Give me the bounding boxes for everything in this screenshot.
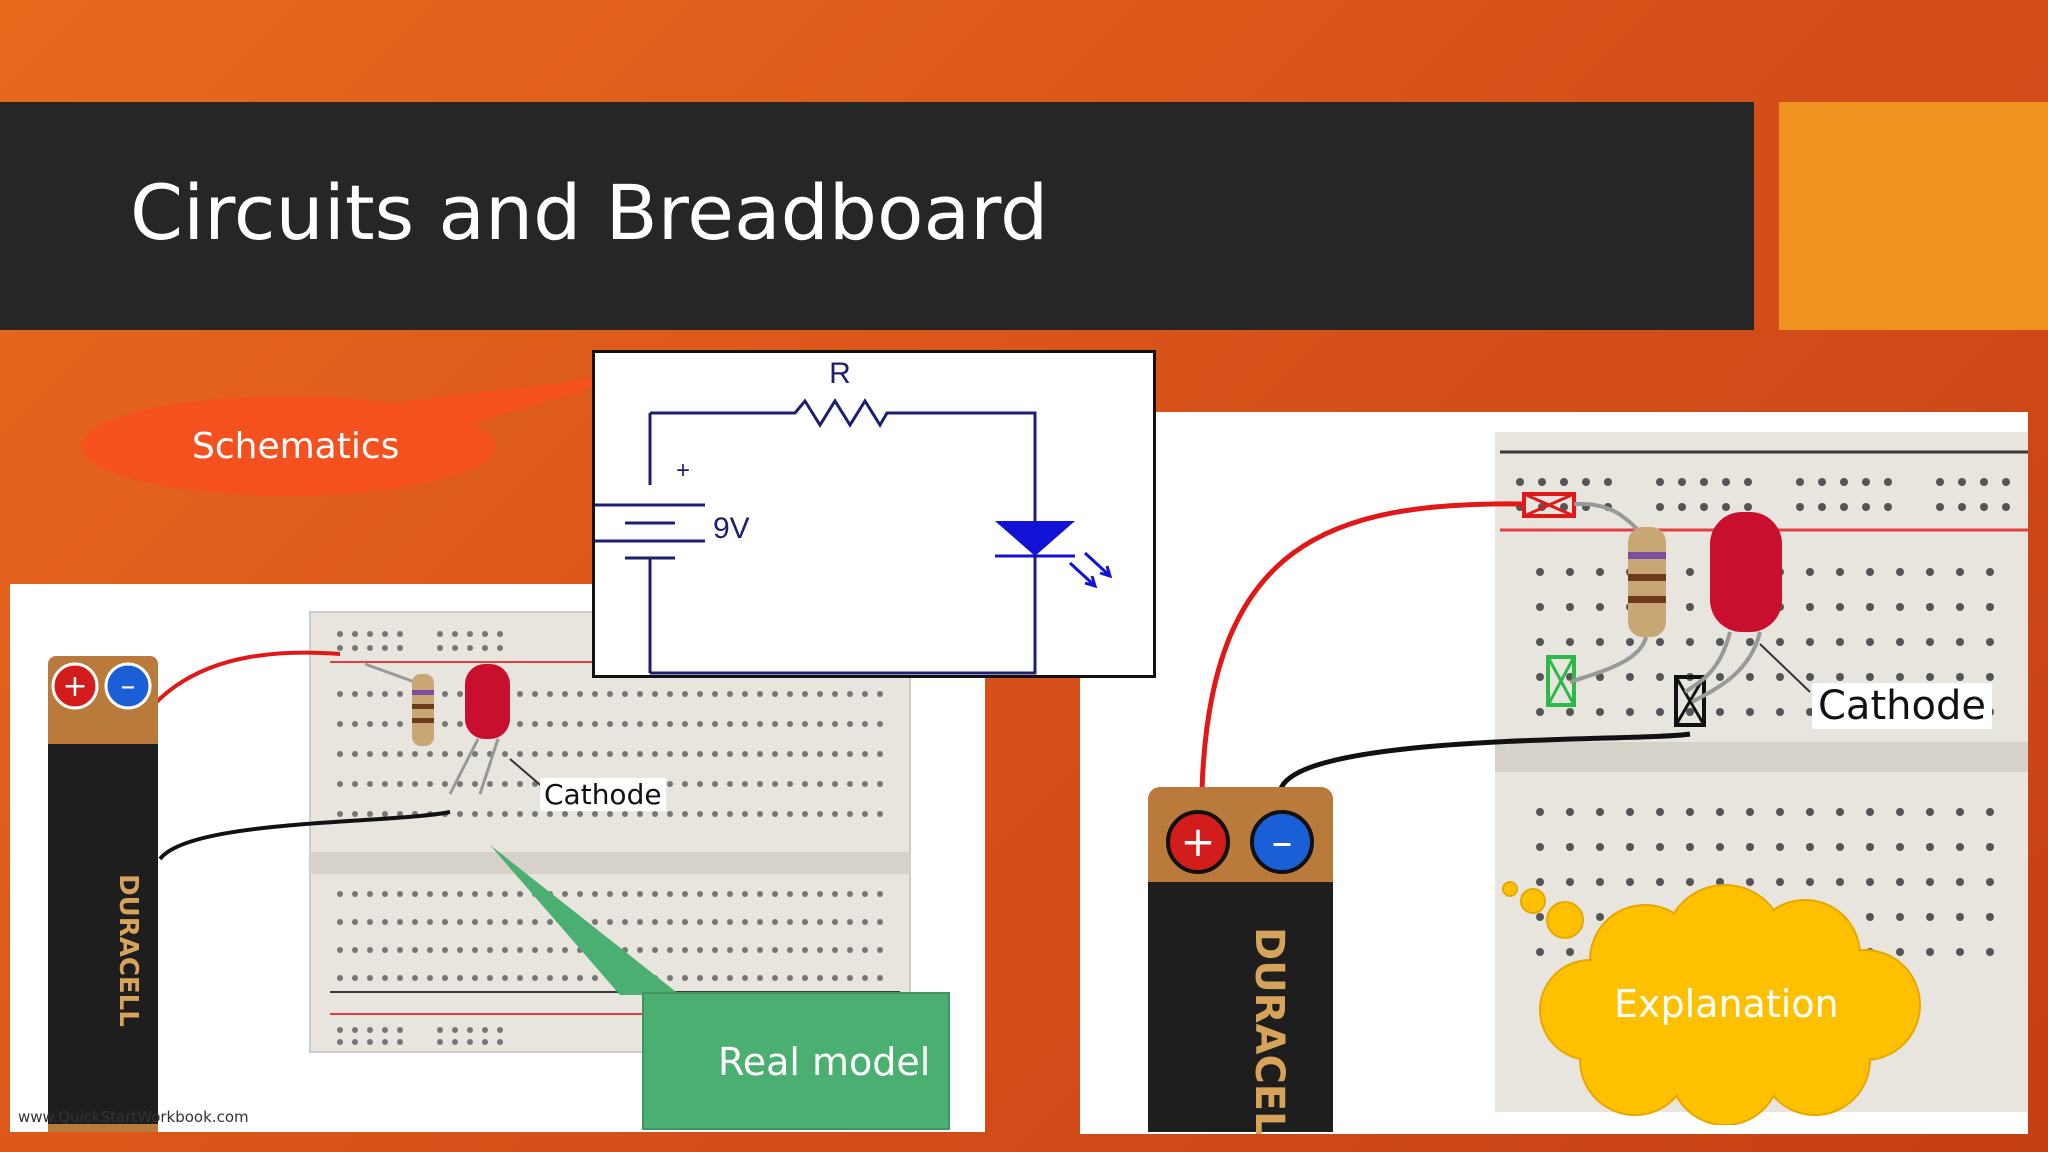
schematics-callout-shape [81,372,650,496]
led-emission-arrow [1068,561,1098,589]
resistor-lead-2 [1569,636,1648,684]
svg-text:+: + [62,669,87,704]
circuit-schematic: R + 9V [592,350,1156,678]
svg-text:–: – [1272,817,1293,866]
watermark: www.QuickStartWorkbook.com [18,1108,249,1126]
thought-bubble-large [1546,901,1584,939]
battery-body-black [1148,882,1333,1132]
schematics-label: Schematics [192,426,400,467]
slide-title: Circuits and Breadboard [130,168,1049,257]
led-emission-arrow [1083,551,1113,579]
schematic-diagram: R + 9V [595,357,1113,675]
title-bar [0,102,1754,330]
resistor-symbol [785,398,895,428]
resistor-band [1628,574,1666,581]
real-model-callout-shape [490,845,950,1130]
thought-bubble-medium [1520,888,1546,914]
battery-brand-text: DURACELL [113,874,143,1027]
led-body [465,664,510,739]
thought-bubble-small [1502,881,1518,897]
breadboard-holes [337,631,883,1045]
led-body [1710,512,1782,632]
cathode-label-left: Cathode [540,778,666,811]
wire-top-right [895,411,1037,528]
schematics-callout-ellipse [81,396,495,496]
red-x-marker [1522,492,1576,518]
resistor-band [412,718,434,723]
breadboard-channel [310,852,910,874]
black-wire [158,810,451,861]
resistor-lead [1573,501,1642,534]
cathode-pointer-right [1759,643,1811,693]
battery-plus-terminal [1166,810,1230,874]
led-leads [1683,631,1762,704]
resistor-band [1628,596,1666,603]
real-model-callout-pointer [490,845,680,995]
resistor-body [412,674,434,746]
explanation-label: Explanation [1614,982,1839,1026]
bottom-rail-holes [337,1027,503,1045]
breadboard-holes [1516,478,2010,511]
explanation-cloud-shape [1502,881,1921,1125]
top-rail-holes [337,631,503,651]
led-diode-triangle [995,521,1075,556]
resistor-band [412,704,434,709]
battery-left: + – DURACELL [48,656,158,1132]
cathode-label-right: Cathode [1812,683,1992,729]
svg-text:+: + [1180,817,1215,866]
breadboard-channel [1495,742,2028,772]
battery-body-black [48,744,158,1124]
explanation-cloud-fill [1542,887,1918,1123]
resistor-label: R [829,357,851,390]
battery-minus-terminal [104,662,152,710]
wire-bottom [650,553,1037,675]
resistor-band [412,690,434,695]
battery-voltage-label: 9V [713,512,750,545]
cathode-pointer-left [509,758,546,790]
main-grid-holes-bottom [337,891,883,981]
svg-text:–: – [121,669,136,704]
battery-right: + – DURACELL [1148,787,1333,1134]
battery-plus-sign: + [676,457,690,484]
accent-square [1779,102,2048,330]
resistor-body [1628,527,1666,637]
battery-minus-terminal [1250,810,1314,874]
battery-plus-terminal [51,662,99,710]
resistor-lead [364,662,421,686]
led-leads [448,738,500,795]
real-model-callout-box [642,992,950,1130]
black-wire [1277,731,1691,793]
black-x-marker [1674,675,1706,727]
red-wire [1199,501,1523,791]
battery-brand-text: DURACELL [1246,927,1292,1134]
real-model-label: Real model [718,1040,931,1084]
resistor-band [1628,552,1666,559]
